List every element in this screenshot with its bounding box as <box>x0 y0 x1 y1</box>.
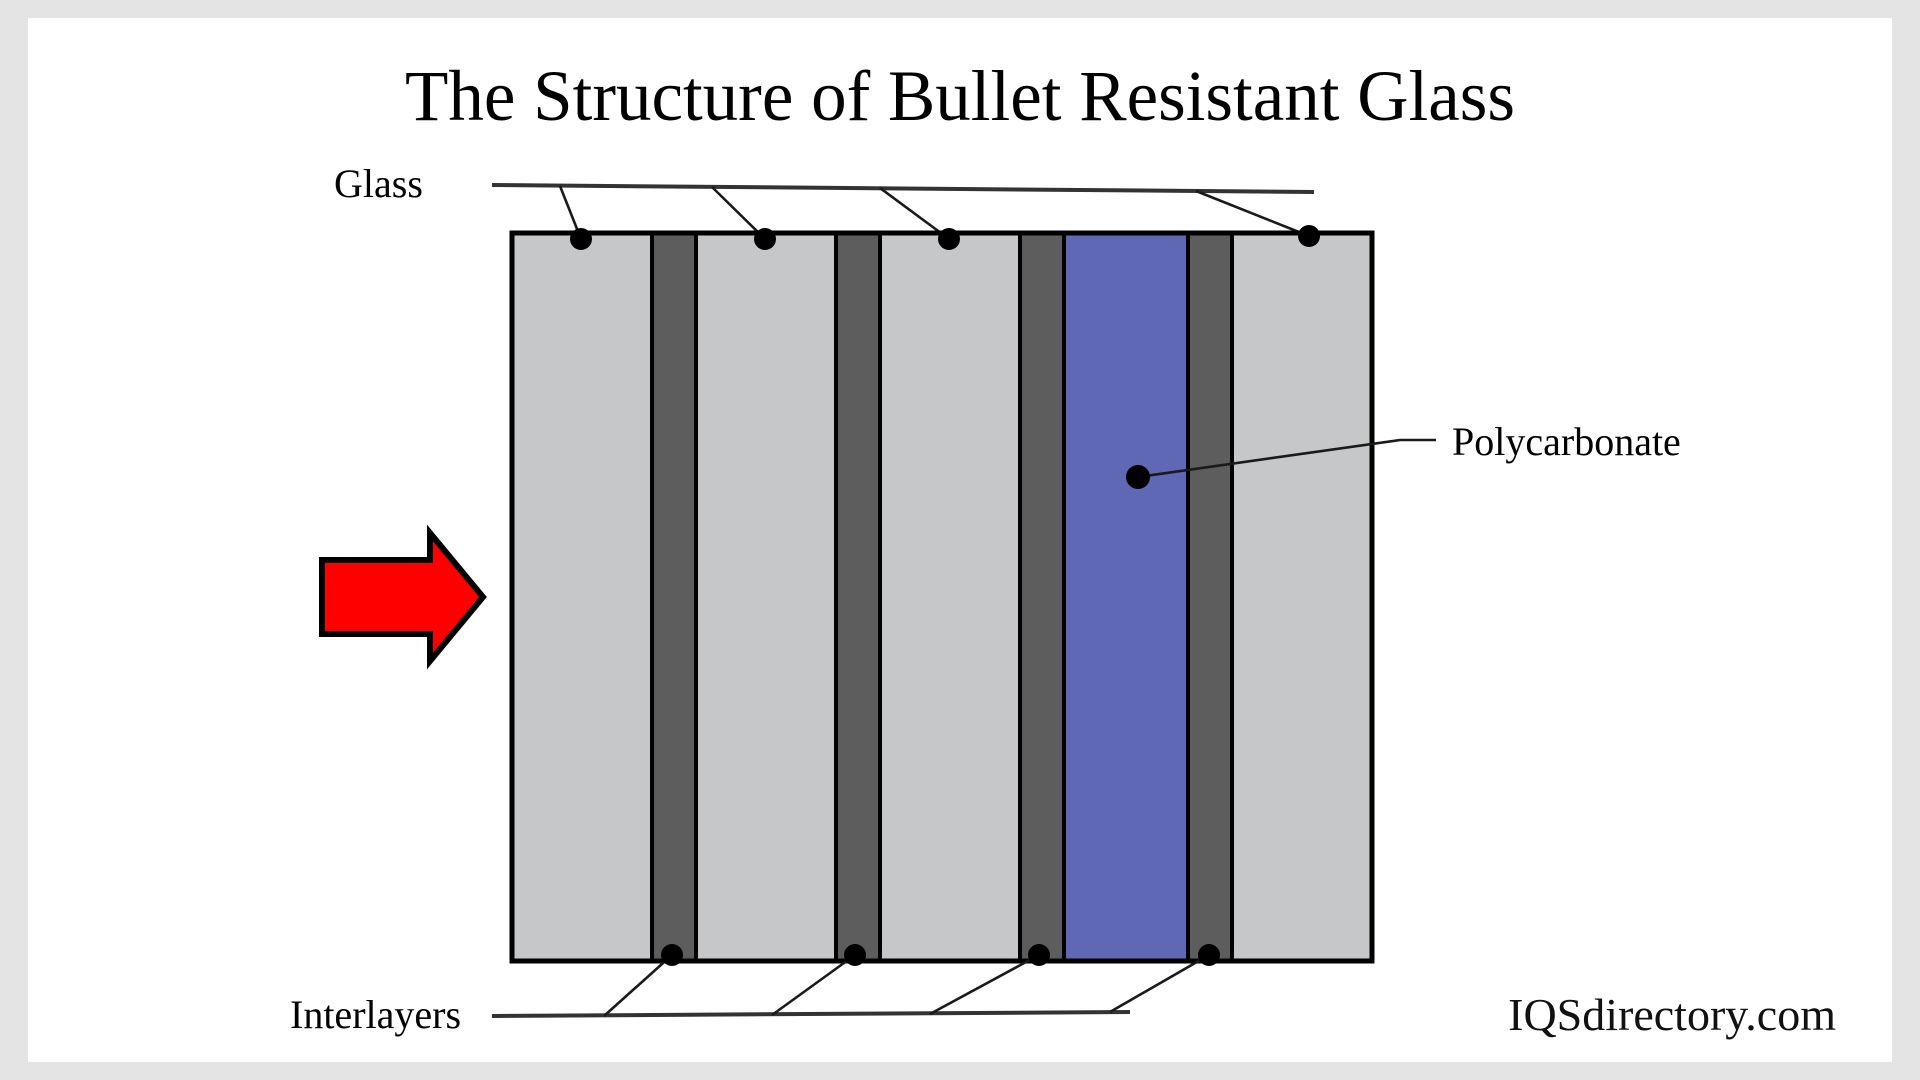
interlayers-leader-branch-3 <box>929 953 1040 1016</box>
page-title: The Structure of Bullet Resistant Glass <box>405 56 1515 136</box>
layer-glass-2 <box>694 231 838 963</box>
interlayers-leader-branch-4 <box>1109 953 1210 1014</box>
glass-leader-spine <box>491 183 1315 194</box>
polycarbonate-label: Polycarbonate <box>1452 419 1681 464</box>
glass-dot-1 <box>570 228 592 250</box>
glass-label: Glass <box>334 161 423 206</box>
layer-polycarbonate <box>1062 231 1190 963</box>
glass-leader-branch-4 <box>1195 189 1310 238</box>
layer-interlayer-4 <box>1186 231 1234 963</box>
polycarbonate-callout-group: Polycarbonate <box>1126 419 1681 489</box>
impact-direction-arrow <box>319 524 487 670</box>
polycarbonate-dot <box>1126 465 1150 489</box>
interlayer-dot-3 <box>1028 944 1050 966</box>
layer-interlayer-2 <box>834 231 882 963</box>
glass-dot-3 <box>938 228 960 250</box>
interlayers-leader-spine <box>491 1010 1131 1018</box>
glass-leader-branch-2 <box>711 186 766 240</box>
layer-glass-1 <box>510 231 654 963</box>
interlayer-dot-2 <box>844 944 866 966</box>
glass-dot-4 <box>1298 225 1320 247</box>
interlayer-dot-4 <box>1198 944 1220 966</box>
interlayers-leader-branch-1 <box>603 954 673 1017</box>
watermark-text: IQSdirectory.com <box>1508 989 1836 1040</box>
layer-glass-4 <box>1230 231 1374 963</box>
interlayers-callout-group: Interlayers <box>290 944 1220 1037</box>
layer-glass-3 <box>878 231 1022 963</box>
glass-callout-group: Glass <box>334 161 1315 241</box>
polycarbonate-leader <box>1137 438 1436 479</box>
glass-block <box>509 230 1375 964</box>
layer-interlayer-1 <box>650 231 698 963</box>
red-arrow-icon <box>319 524 487 670</box>
interlayer-dot-1 <box>661 944 683 966</box>
interlayers-label: Interlayers <box>290 992 461 1037</box>
glass-dot-2 <box>754 228 776 250</box>
layer-interlayer-3 <box>1018 231 1066 963</box>
interlayers-leader-branch-2 <box>771 953 856 1017</box>
glass-callout-dots <box>570 225 1320 250</box>
